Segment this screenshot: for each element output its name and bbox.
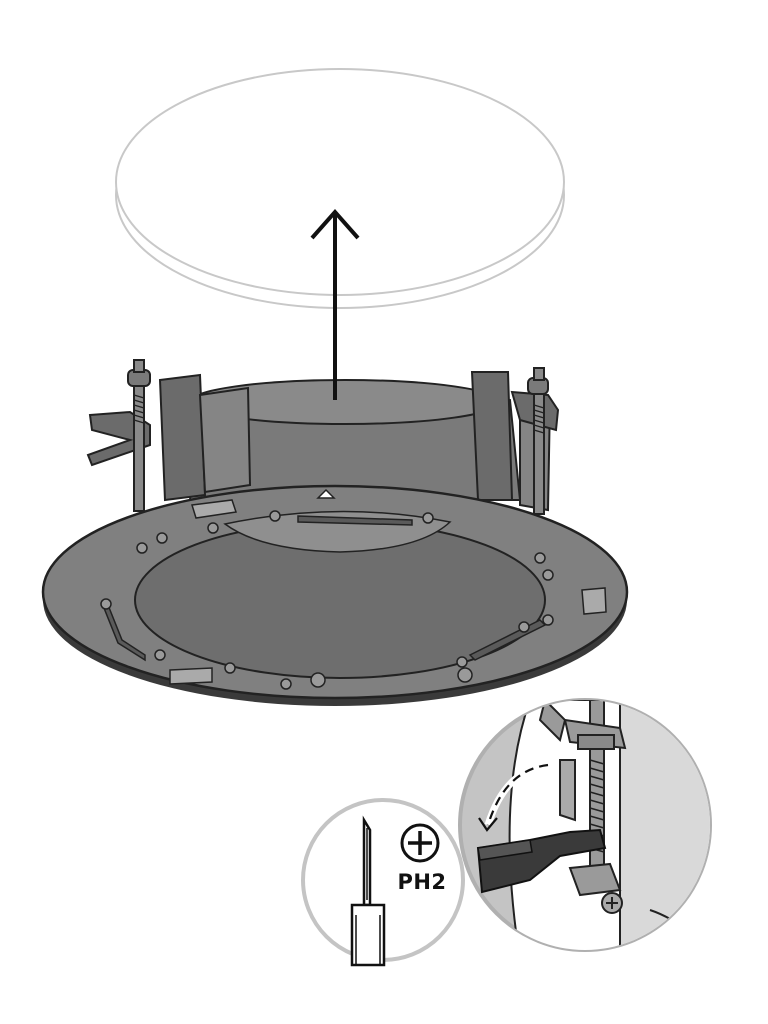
tool-callout — [301, 798, 465, 967]
right-clamp-assembly — [510, 367, 560, 515]
speaker-baffle — [41, 484, 629, 706]
screwdriver-icon — [350, 815, 386, 967]
speaker-back-can — [158, 371, 552, 512]
phillips-head-icon — [400, 823, 440, 863]
tool-size-label: PH2 — [397, 870, 447, 894]
left-clamp-assembly — [86, 359, 151, 512]
clamp-detail-callout — [458, 698, 712, 952]
rotate-arrow-icon — [478, 761, 549, 832]
lift-arrow-icon — [310, 208, 360, 400]
grille-cover — [115, 68, 565, 309]
